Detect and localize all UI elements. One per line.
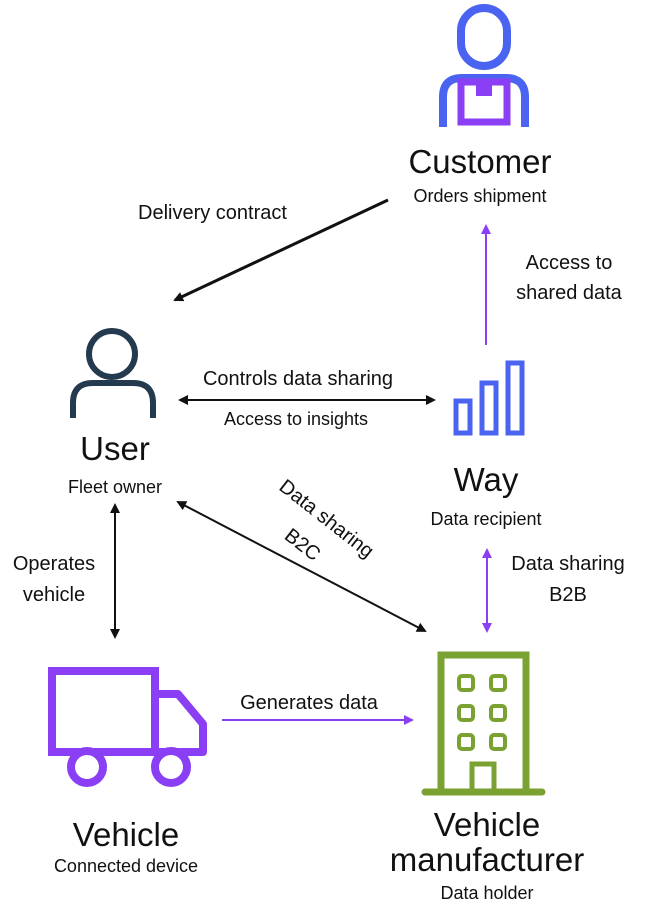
manufacturer-title-line1: Vehicle	[433, 806, 541, 843]
user-title: User	[80, 430, 150, 467]
person-with-package-icon	[439, 4, 529, 127]
vehicle-title: Vehicle	[72, 816, 180, 853]
customer-subtitle: Orders shipment	[413, 186, 547, 206]
manufacturer-title-line2: manufacturer	[389, 841, 585, 878]
manufacturer-subtitle: Data holder	[440, 883, 534, 903]
bar-chart-icon	[453, 360, 525, 436]
way-title: Way	[453, 461, 519, 498]
building-icon	[421, 651, 546, 796]
controls-data-sharing-label: Controls data sharing	[202, 368, 394, 390]
vehicle-subtitle: Connected device	[53, 856, 199, 876]
person-icon	[70, 328, 156, 418]
b2c-arrow	[176, 501, 427, 632]
access-shared-data-label-line1: Access to	[525, 252, 613, 274]
customer-title: Customer	[408, 143, 552, 180]
user-subtitle: Fleet owner	[67, 477, 163, 497]
operates-vehicle-label-line2: vehicle	[22, 584, 86, 606]
way-subtitle: Data recipient	[430, 509, 542, 529]
generates-data-label: Generates data	[240, 692, 378, 714]
b2b-label-line2: B2B	[549, 584, 587, 606]
operates-vehicle-label-line1: Operates	[12, 553, 96, 575]
b2b-label-line1: Data sharing	[511, 553, 625, 575]
access-shared-data-label-line2: shared data	[516, 282, 622, 304]
access-to-insights-label: Access to insights	[223, 409, 369, 429]
truck-icon	[48, 667, 207, 787]
delivery-contract-arrow	[173, 198, 389, 302]
delivery-contract-label: Delivery contract	[138, 202, 287, 224]
